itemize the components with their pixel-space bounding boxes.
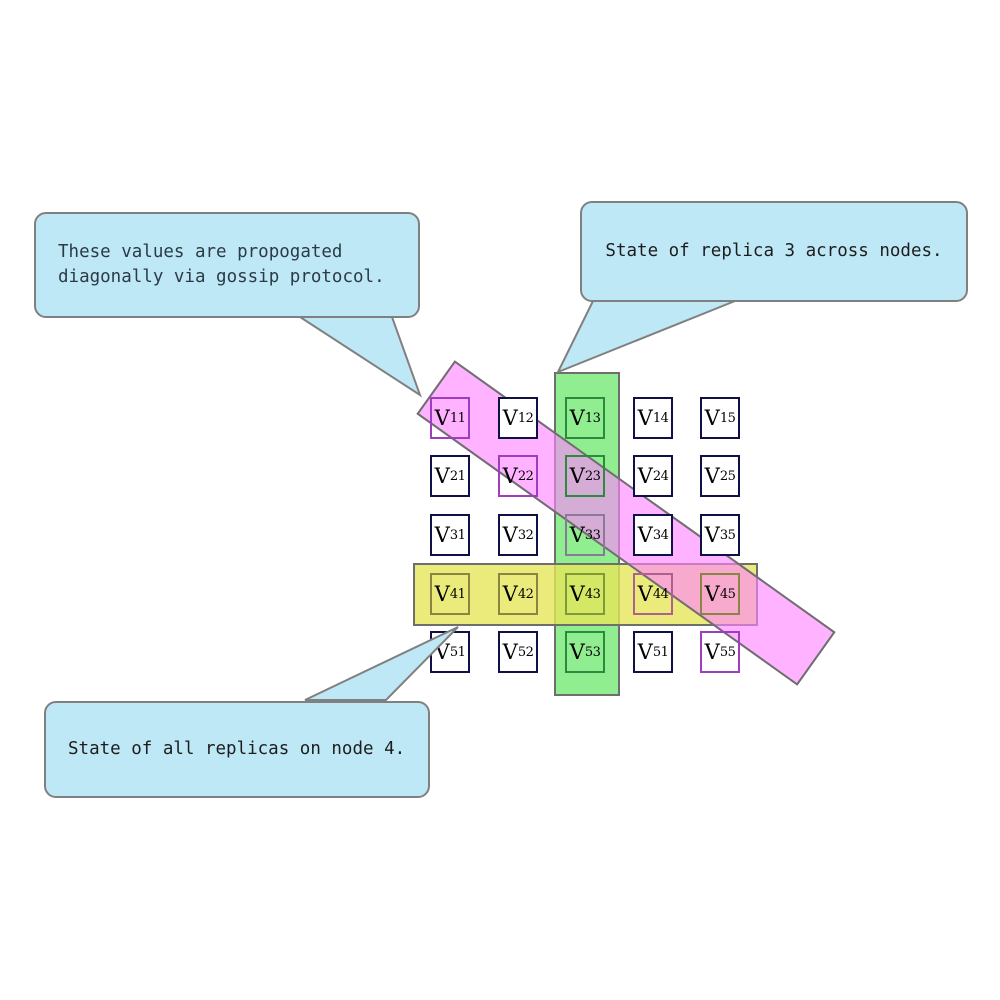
cell-subscript: 45 [719,586,736,602]
cell-label: V [502,405,518,430]
cell-label: V [569,405,585,430]
cell-subscript: 34 [652,527,669,543]
cell-subscript: 31 [449,527,466,543]
cell-label: V [502,522,518,547]
cell-label: V [637,405,653,430]
cell-label: V [569,581,585,606]
cell-subscript: 11 [449,410,466,426]
cell-label: V [704,639,720,664]
callout-node-4: State of all replicas on node 4. [44,701,430,798]
cell-label: V [434,639,450,664]
cell-label: V [434,463,450,488]
cell-subscript: 55 [719,644,736,660]
cell-subscript: 24 [652,468,669,484]
cell-subscript: 44 [652,586,669,602]
cell-label: V [434,522,450,547]
cell-subscript: 21 [449,468,466,484]
cell-label: V [637,522,653,547]
cell-label: V [704,581,720,606]
cell-label: V [569,639,585,664]
cell-subscript: 13 [584,410,601,426]
cell-subscript: 51 [449,644,466,660]
cell-label: V [502,463,518,488]
cell-label: V [637,639,653,664]
cell-subscript: 22 [517,468,534,484]
cell-subscript: 43 [584,586,601,602]
cell-subscript: 14 [652,410,669,426]
cell-subscript: 33 [584,527,601,543]
cell-label: V [704,463,720,488]
cell-subscript: 41 [449,586,466,602]
cell-label: V [637,463,653,488]
callout-replica-3: State of replica 3 across nodes. [580,201,968,302]
cell-label: V [502,581,518,606]
cell-label: V [434,581,450,606]
cell-subscript: 32 [517,527,534,543]
cell-subscript: 51 [652,644,669,660]
cell-label: V [434,405,450,430]
cell-subscript: 52 [517,644,534,660]
cell-subscript: 23 [584,468,601,484]
cell-label: V [704,522,720,547]
cell-subscript: 53 [584,644,601,660]
cell-subscript: 12 [517,410,534,426]
cell-subscript: 15 [719,410,736,426]
cell-subscript: 35 [719,527,736,543]
cell-label: V [637,581,653,606]
callout-gossip-protocol: These values are propogated diagonally v… [34,212,420,318]
cell-label: V [502,639,518,664]
cell-label: V [704,405,720,430]
cell-subscript: 42 [517,586,534,602]
cell-subscript: 25 [719,468,736,484]
cell-label: V [569,463,585,488]
cell-label: V [569,522,585,547]
